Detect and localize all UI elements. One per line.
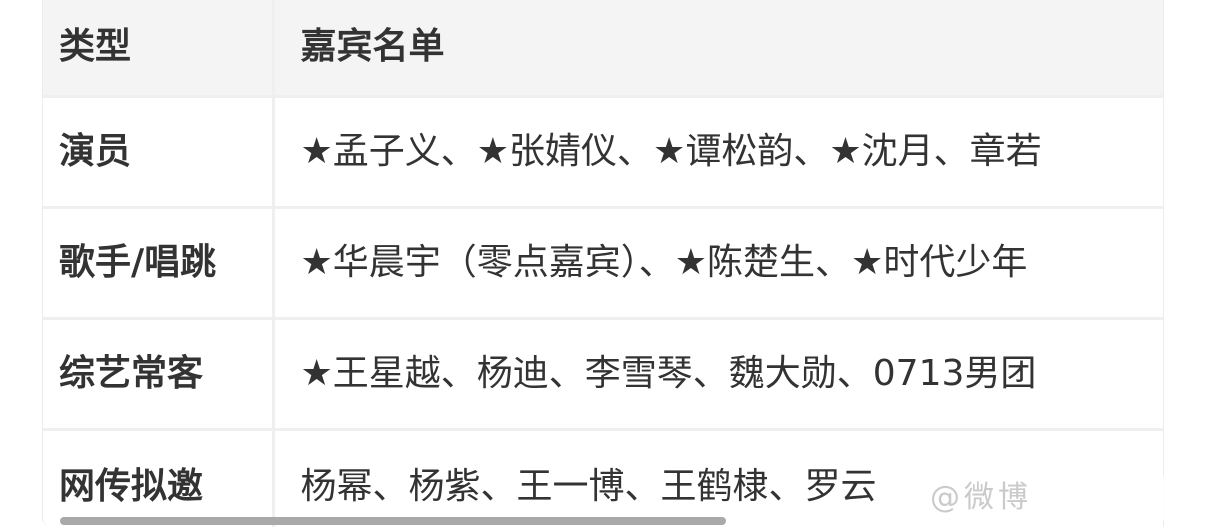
scrollbar-thumb[interactable] xyxy=(60,517,726,525)
table-header-row: 类型 嘉宾名单 xyxy=(43,0,1163,98)
header-guest-list: 嘉宾名单 xyxy=(271,0,1163,98)
table-row-actors: 演员 ★孟子义、★张婧仪、★谭松韵、★沈月、章若 xyxy=(43,94,1163,209)
guest-table: 类型 嘉宾名单 演员 ★孟子义、★张婧仪、★谭松韵、★沈月、章若 歌手/唱跳 ★… xyxy=(43,0,1163,527)
table-scroll-container[interactable]: 类型 嘉宾名单 演员 ★孟子义、★张婧仪、★谭松韵、★沈月、章若 歌手/唱跳 ★… xyxy=(42,0,1164,527)
table-row-variety: 综艺常客 ★王星越、杨迪、李雪琴、魏大勋、0713男团 xyxy=(43,316,1163,431)
type-cell: 演员 xyxy=(43,94,275,209)
type-cell: 综艺常客 xyxy=(43,316,275,431)
watermark: @微博 xyxy=(930,476,1200,520)
type-cell: 网传拟邀 xyxy=(43,427,275,527)
guest-list-cell: ★王星越、杨迪、李雪琴、魏大勋、0713男团 xyxy=(271,316,1163,431)
type-cell: 歌手/唱跳 xyxy=(43,205,275,320)
header-type: 类型 xyxy=(43,0,275,98)
horizontal-scrollbar[interactable] xyxy=(60,517,1160,525)
guest-list-cell: ★孟子义、★张婧仪、★谭松韵、★沈月、章若 xyxy=(271,94,1163,209)
table-row-singers: 歌手/唱跳 ★华晨宇（零点嘉宾）、★陈楚生、★时代少年 xyxy=(43,205,1163,320)
guest-list-cell: ★华晨宇（零点嘉宾）、★陈楚生、★时代少年 xyxy=(271,205,1163,320)
